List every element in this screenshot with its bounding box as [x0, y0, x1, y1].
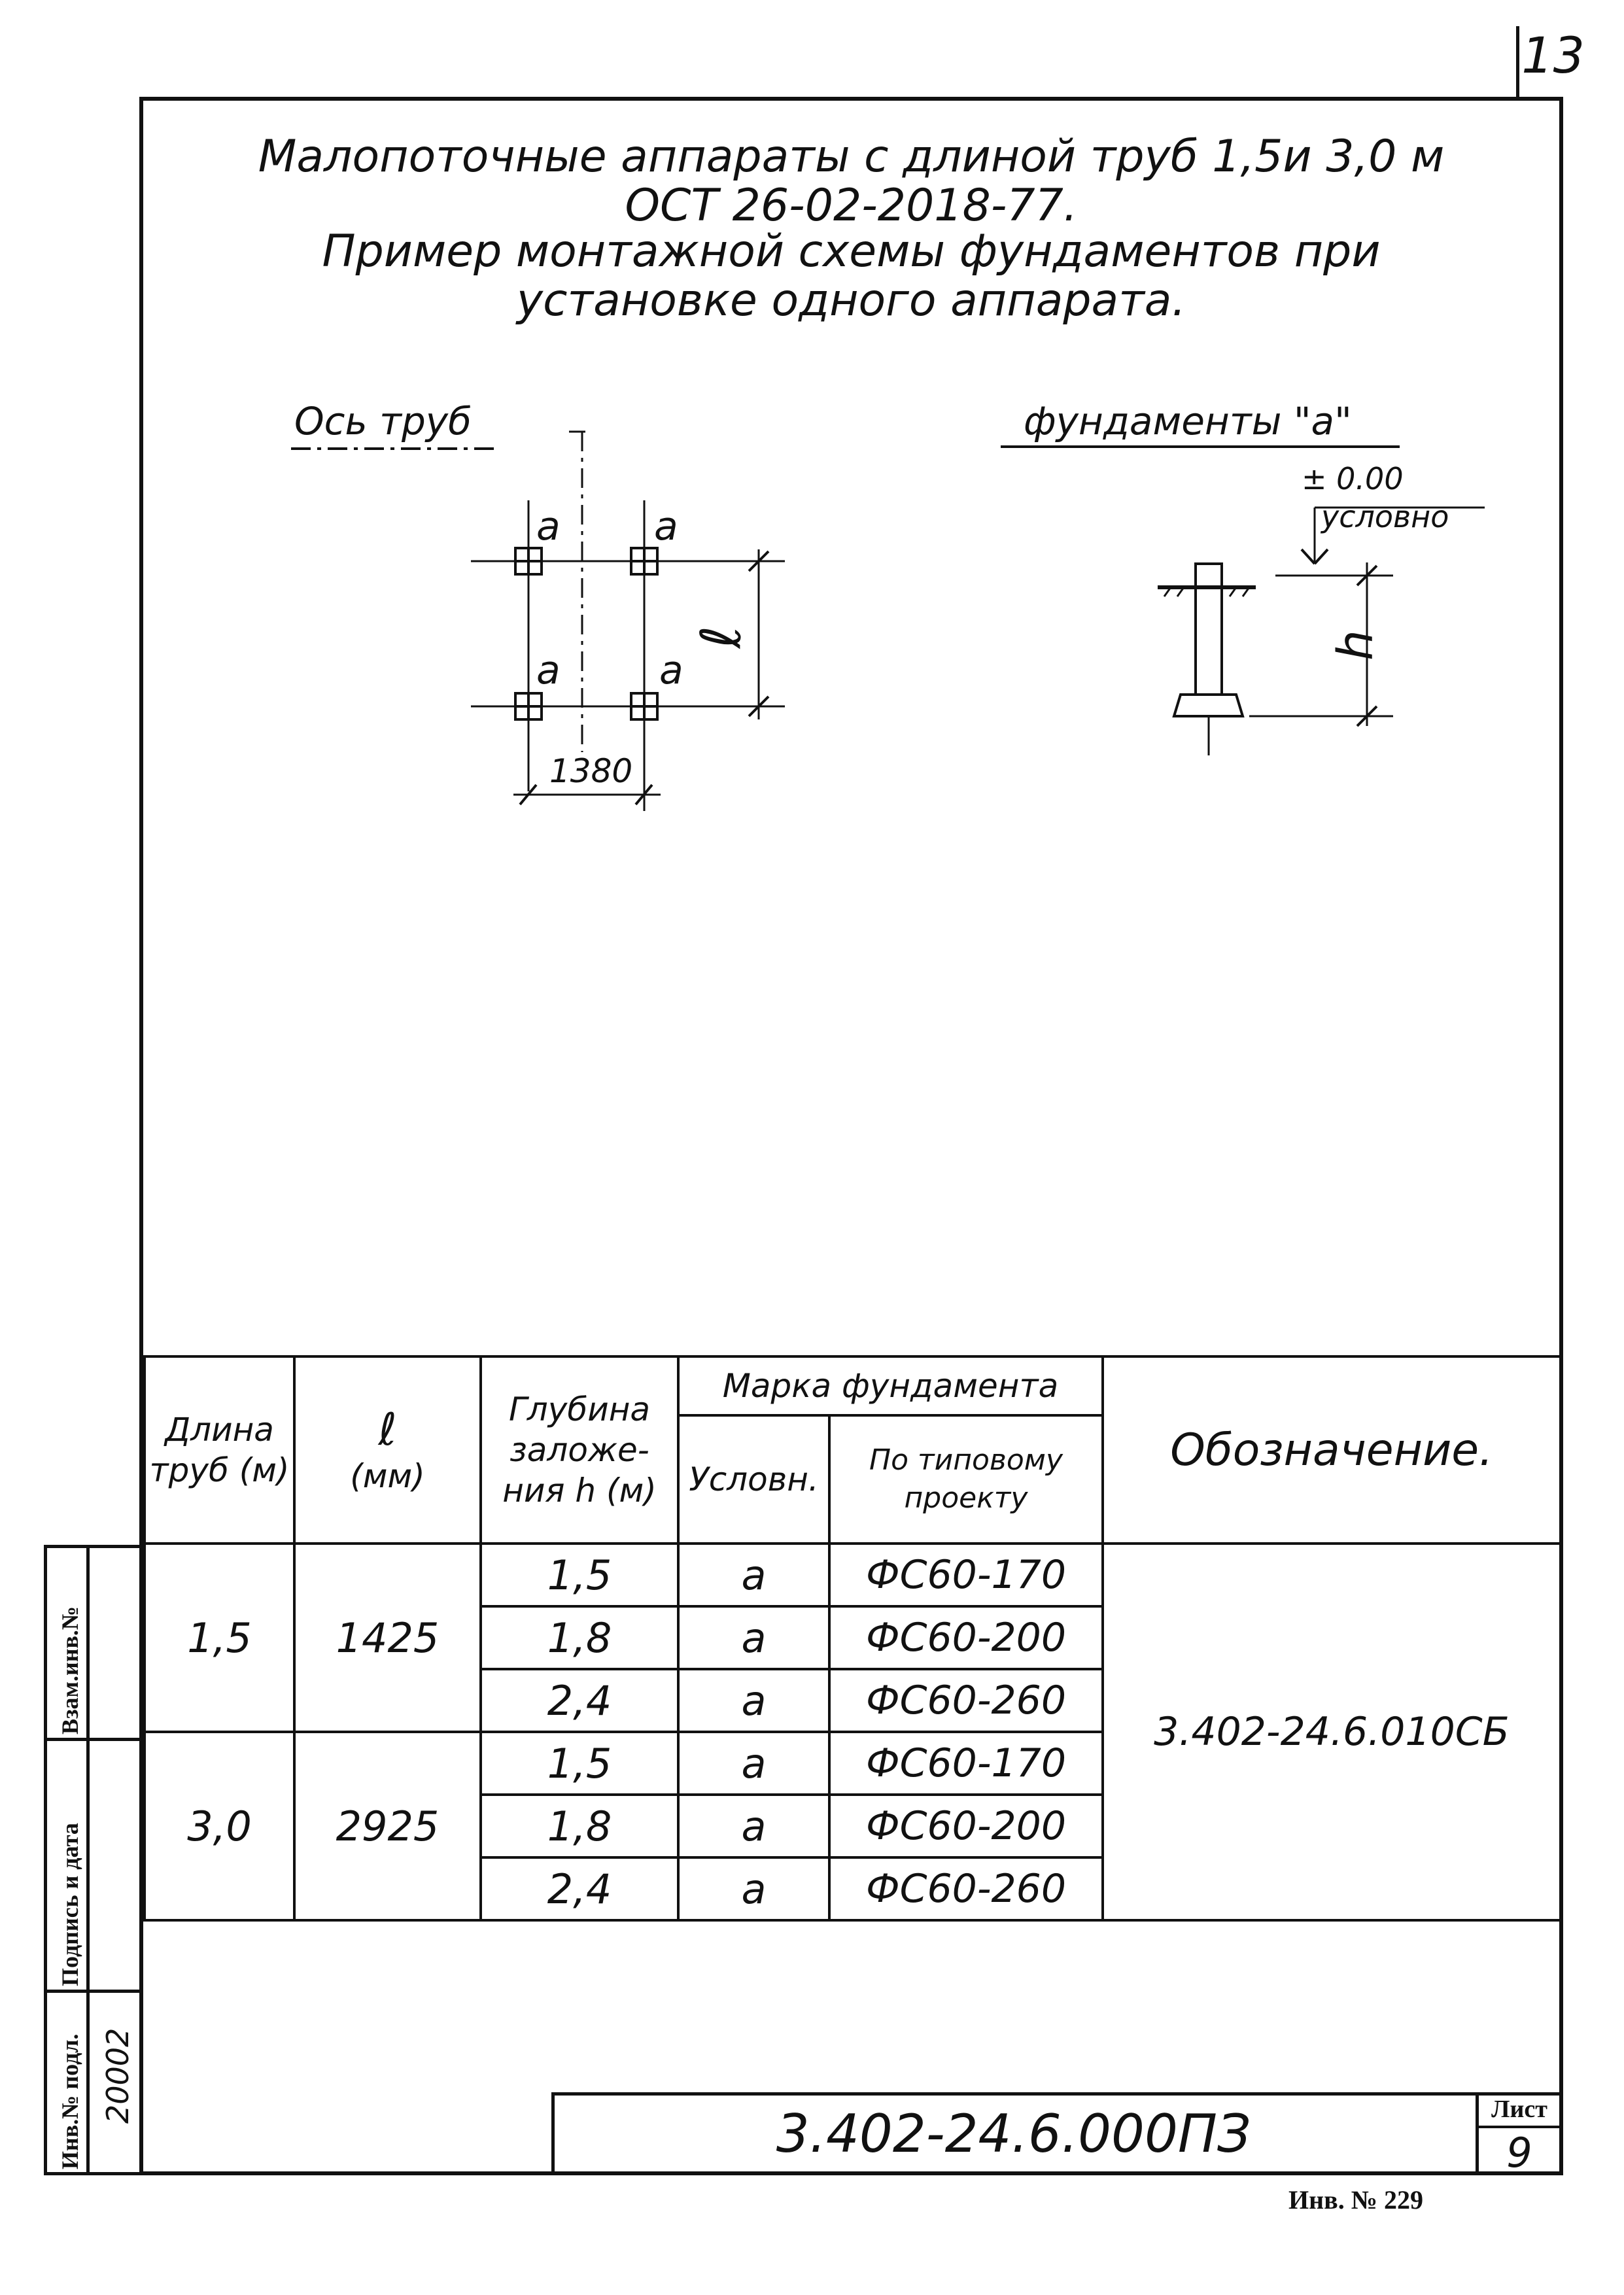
replacement-value-cell	[86, 1545, 143, 1741]
depth-cell: 1,8	[479, 1605, 680, 1670]
mark-cell: a	[677, 1793, 831, 1859]
title-block	[551, 2092, 1559, 2175]
mark-a-top-left: a	[536, 504, 561, 549]
signature-label-cell: Подпись и дата	[44, 1738, 90, 1993]
header-designation: Обозначение.	[1101, 1355, 1562, 1545]
mark-cell: a	[677, 1856, 831, 1922]
foundation-column	[1194, 562, 1223, 696]
table-row: 1,8 a ФС60-200	[145, 1605, 1561, 1670]
drawing-frame	[139, 97, 1563, 2175]
foundation-spec-table: Длина труб (м) ℓ (мм) Глубина заложе-ния…	[143, 1355, 1562, 1922]
header-l-symbol: ℓ	[378, 1404, 397, 1456]
sheet-number: 9	[1506, 2129, 1532, 2177]
document-code: 3.402-24.6.000ПЗ	[776, 2103, 1251, 2164]
mark-cell: a	[677, 1542, 831, 1608]
header-l-unit: (мм)	[350, 1457, 425, 1495]
inv-value-cell: 20002	[86, 1990, 143, 2175]
depth-cell: 2,4	[479, 1856, 680, 1922]
depth-cell: 1,8	[479, 1793, 680, 1859]
dimension-label-1380: 1380	[549, 752, 633, 790]
level-mark: ± 0.00	[1302, 461, 1404, 496]
level-note: условно	[1321, 499, 1449, 534]
sheet-box-divider	[1476, 2126, 1563, 2128]
dimension-label-h: h	[1328, 630, 1384, 661]
length-cell: 1,5	[143, 1542, 296, 1733]
signature-value-cell	[86, 1738, 143, 1993]
side-stamp: Взам.инв.№ Подпись и дата Инв.№ подл. 20…	[44, 1545, 143, 2175]
depth-cell: 1,5	[479, 1731, 680, 1796]
section-view	[1001, 445, 1485, 755]
mark-a-top-right: a	[654, 504, 678, 549]
table-row: 2,4 a ФС60-260	[145, 1668, 1561, 1733]
header-mark-typical: По типовому проекту	[828, 1414, 1104, 1545]
depth-cell: 1,5	[479, 1542, 680, 1608]
header-depth: Глубина заложе-ния h (м)	[479, 1355, 680, 1545]
sheet-corner-number: 13	[1521, 26, 1585, 84]
title-line-2: ОСТ 26-02-2018-77.	[625, 180, 1078, 232]
mark-cell: a	[677, 1731, 831, 1796]
replacement-label: Взам.инв.№	[57, 1606, 83, 1734]
signature-label: Подпись и дата	[57, 1823, 83, 1986]
inv-value: 20002	[100, 2028, 135, 2124]
plan-view	[291, 430, 785, 811]
mark-a-bottom-right: a	[659, 647, 683, 693]
corner-divider	[1516, 26, 1519, 98]
replacement-label-cell: Взам.инв.№	[44, 1545, 90, 1741]
designation-cell: 3.402-24.6.010СБ	[1101, 1542, 1562, 1922]
dimension-label-l: ℓ	[689, 625, 753, 649]
typical-cell: ФС60-260	[828, 1856, 1104, 1922]
plan-heading: Ось труб	[294, 399, 472, 443]
mark-cell: a	[677, 1605, 831, 1670]
depth-cell: 2,4	[479, 1668, 680, 1733]
typical-cell: ФС60-170	[828, 1731, 1104, 1796]
typical-cell: ФС60-170	[828, 1542, 1104, 1608]
table-header-row: Длина труб (м) ℓ (мм) Глубина заложе-ния…	[143, 1355, 1562, 1545]
mark-a-bottom-left: a	[536, 647, 561, 693]
foundation-drawings	[291, 430, 1485, 811]
typical-cell: ФС60-200	[828, 1793, 1104, 1859]
header-l: ℓ (мм)	[293, 1355, 482, 1545]
typical-cell: ФС60-260	[828, 1668, 1104, 1733]
inv-label: Инв.№ подл.	[57, 2033, 83, 2169]
l-cell: 1425	[293, 1542, 482, 1733]
table-subheader-row: Условн. По типовому проекту	[145, 1414, 1561, 1545]
header-mark-conditional: Условн.	[677, 1414, 831, 1545]
inventory-footer: Инв. № 229	[1288, 2185, 1423, 2215]
sheet-box	[1476, 2092, 1563, 2175]
header-length: Длина труб (м)	[143, 1355, 296, 1545]
length-cell: 3,0	[143, 1731, 296, 1922]
table-row: 1,5 1425 1,5 a ФС60-170 3.402-24.6.010СБ	[143, 1542, 1562, 1922]
title-line-3: Пример монтажной схемы фундаментов при	[322, 226, 1381, 277]
title-line-1: Малопоточные аппараты с длиной труб 1,5и…	[258, 131, 1445, 182]
table-row: 3,0 2925 1,5 a ФС60-170	[143, 1731, 1561, 1922]
table-row: 1,8 a ФС60-200	[145, 1793, 1561, 1859]
section-heading: фундаменты "a"	[1024, 399, 1352, 443]
title-line-4: установке одного аппарата.	[516, 275, 1186, 326]
mark-cell: a	[677, 1668, 831, 1733]
l-cell: 2925	[293, 1731, 482, 1922]
sheet-label: Лист	[1491, 2096, 1547, 2123]
header-mark-group: Марка фундамента	[677, 1355, 1104, 1417]
foundation-base	[1172, 693, 1245, 717]
inv-label-cell: Инв.№ подл.	[44, 1990, 90, 2175]
table-row: 2,4 a ФС60-260	[145, 1856, 1561, 1922]
typical-cell: ФС60-200	[828, 1605, 1104, 1670]
